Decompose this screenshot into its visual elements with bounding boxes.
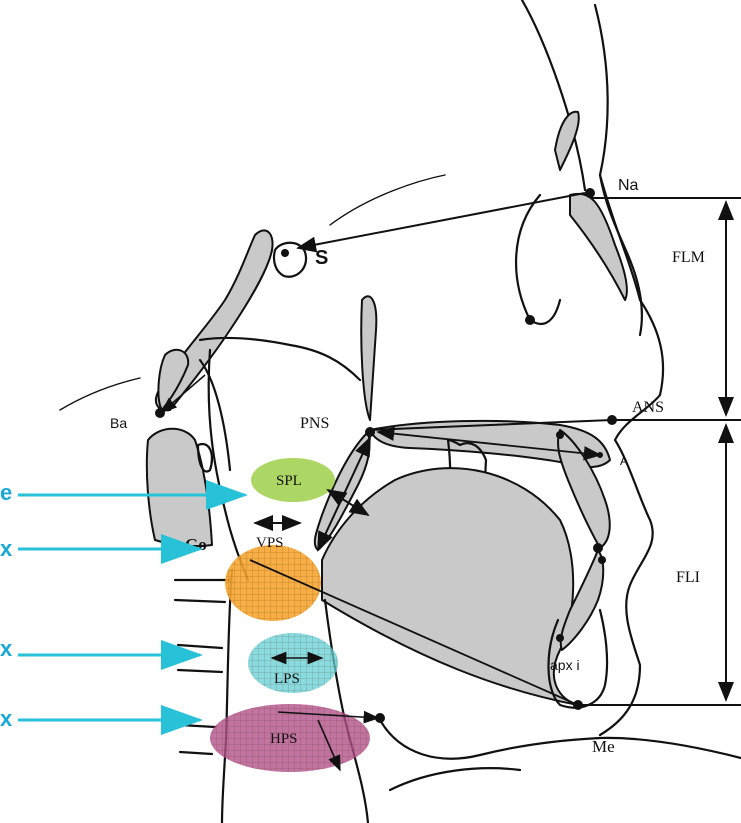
a-point — [597, 452, 603, 458]
pharyngeal-outline — [209, 350, 248, 580]
orbit-point — [525, 315, 535, 325]
hyoid-point — [375, 713, 385, 723]
apx-point — [556, 634, 564, 642]
incisor-point — [556, 431, 564, 439]
label-hps: HPS — [270, 731, 298, 747]
label-pns: PNS — [300, 415, 329, 432]
posterior-wall — [200, 338, 360, 380]
mandible — [322, 468, 578, 705]
chin-point — [598, 556, 606, 564]
label-fli: FLI — [676, 569, 700, 586]
cervical-vertebra — [147, 429, 212, 546]
label-lps: LPS — [274, 671, 300, 687]
s-point — [281, 249, 289, 257]
vps-grid — [225, 545, 321, 621]
lower-neck-curve — [390, 768, 520, 790]
s-na-line — [298, 193, 585, 248]
label-ba: Ba — [110, 415, 127, 431]
label-go: Go — [185, 535, 207, 554]
label-ans: ANS — [632, 399, 664, 416]
label-spl: SPL — [276, 473, 302, 489]
pterygoid-plate — [361, 296, 376, 420]
ans-point — [607, 415, 617, 425]
lower-incisor-point — [593, 543, 603, 553]
me-point — [573, 700, 583, 710]
soft-palate-outline — [200, 360, 230, 470]
label-me: Me — [592, 737, 615, 756]
nasal-bone — [570, 194, 627, 300]
label-s: S — [315, 247, 328, 269]
forehead-bone-line — [522, 0, 585, 190]
hyoid-curve — [380, 720, 741, 759]
label-a: A — [620, 454, 628, 468]
ba-point — [155, 408, 165, 418]
face-profile-outline — [595, 5, 663, 735]
airway-left — [222, 570, 232, 823]
label-na: Na — [618, 177, 639, 194]
pns-point — [365, 427, 375, 437]
orbit-curve — [516, 195, 560, 324]
side-label-vps: x — [0, 536, 13, 561]
skull-base-curve — [330, 175, 445, 225]
cranial-line — [60, 378, 140, 410]
side-label-hps: x — [0, 706, 13, 731]
label-flm: FLM — [672, 249, 705, 266]
label-apx-i: apx i — [550, 657, 580, 673]
na-point — [585, 188, 595, 198]
side-label-spl: e — [0, 480, 12, 505]
label-vps: VPS — [256, 535, 284, 551]
side-label-lps: x — [0, 636, 13, 661]
